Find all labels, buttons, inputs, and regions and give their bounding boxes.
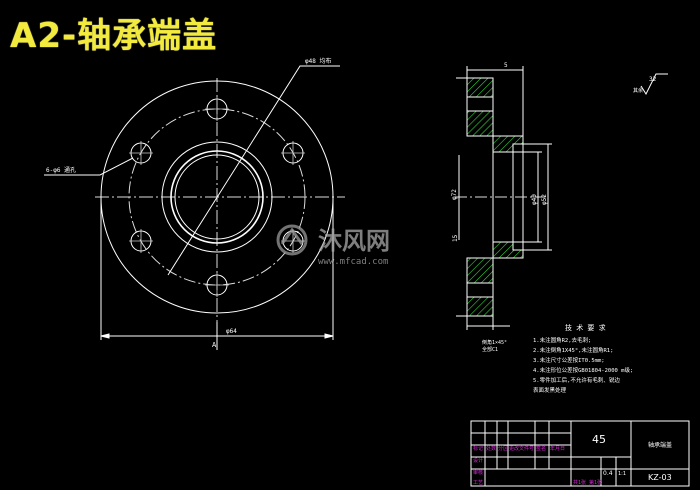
watermark: 沐风网 www.mfcad.com [276,224,390,267]
tb-col-label: 签名 [536,445,546,452]
title-block-labels: 标记 设计 审核 工艺 处数 分区 更改文件号 签名 年月日 共1张 第1张 [473,445,602,486]
mark-a-text: A [212,341,217,349]
outer-dia-text: φ64 [226,328,237,335]
section-view [455,66,668,330]
tech-req-item: 4.未注形位公差按GB01804-2000 m级; [533,366,633,374]
roughness-symbol [640,73,668,96]
tb-row-label: 工艺 [473,480,483,486]
pitch-circle [128,108,306,286]
tech-req-heading: 技 术 要 求 [565,323,606,332]
tb-col-label: 更改文件号 [509,445,534,452]
dim-right-2-text: φ40 [531,194,538,205]
chamfer-note-2: 全部C1 [482,346,498,353]
hole-callout-text: 6-φ6 通孔 [46,166,76,174]
roughness-note: 其余 [633,87,643,94]
tb-row-label: 标记 [473,445,483,452]
tb-part-name: 轴承端盖 [648,441,672,449]
tech-req-item: 1.未注圆角R2,去毛刺; [533,336,591,344]
tech-req-item: 2.未注倒角1X45°,未注圆角R1; [533,346,613,354]
tb-sheet: 1:1 [618,471,626,477]
tb-drawing-no: KZ-03 [648,473,672,482]
tb-col-label: 年月日 [550,445,565,452]
tech-requirements: 技 术 要 求 1.未注圆角R2,去毛刺; 2.未注倒角1X45°,未注圆角R1… [533,323,633,394]
dim-right-1-text: φ52 [541,194,548,205]
roughness-value: 32 [649,76,657,83]
tb-col-label: 分区 [498,445,508,452]
tb-col-label: 处数 [486,445,496,452]
pcd-callout-text: φ48 均布 [305,57,331,65]
bore-circle [170,150,264,244]
watermark-brand: 沐风网 [318,227,390,255]
chamfer-note-1: 倒角1×45° [482,339,507,346]
tech-req-item: 5.零件加工后,不允许有毛刺、锐边 [533,376,620,384]
dim-left-text: φ72 [451,189,458,200]
watermark-logo-icon [276,224,308,256]
section-hub-bottom [492,241,524,259]
tech-req-item: 表面发黑处理 [533,386,567,394]
tech-req-item: 3.未注尺寸公差按IT0.5mm; [533,356,605,364]
tb-sheet-label: 共1张 第1张 [573,479,602,486]
front-view [44,65,345,350]
pcd-leader [167,65,340,276]
section-hub-top [492,135,524,153]
tb-row-label: 审核 [473,469,483,476]
tb-material: 45 [592,433,606,446]
drawing-title: A2-轴承端盖 [10,16,218,56]
hub-outer-circle [161,141,273,253]
dim-top-text: 5 [504,62,508,69]
title-block [470,420,690,487]
bore-inner-circle [174,154,260,240]
dim-bottom-text: 15 [452,234,459,242]
tb-row-label: 设计 [473,457,483,464]
watermark-url: www.mfcad.com [318,257,388,267]
tb-scale: 0.4 [603,470,613,477]
hole-leader [44,157,134,176]
